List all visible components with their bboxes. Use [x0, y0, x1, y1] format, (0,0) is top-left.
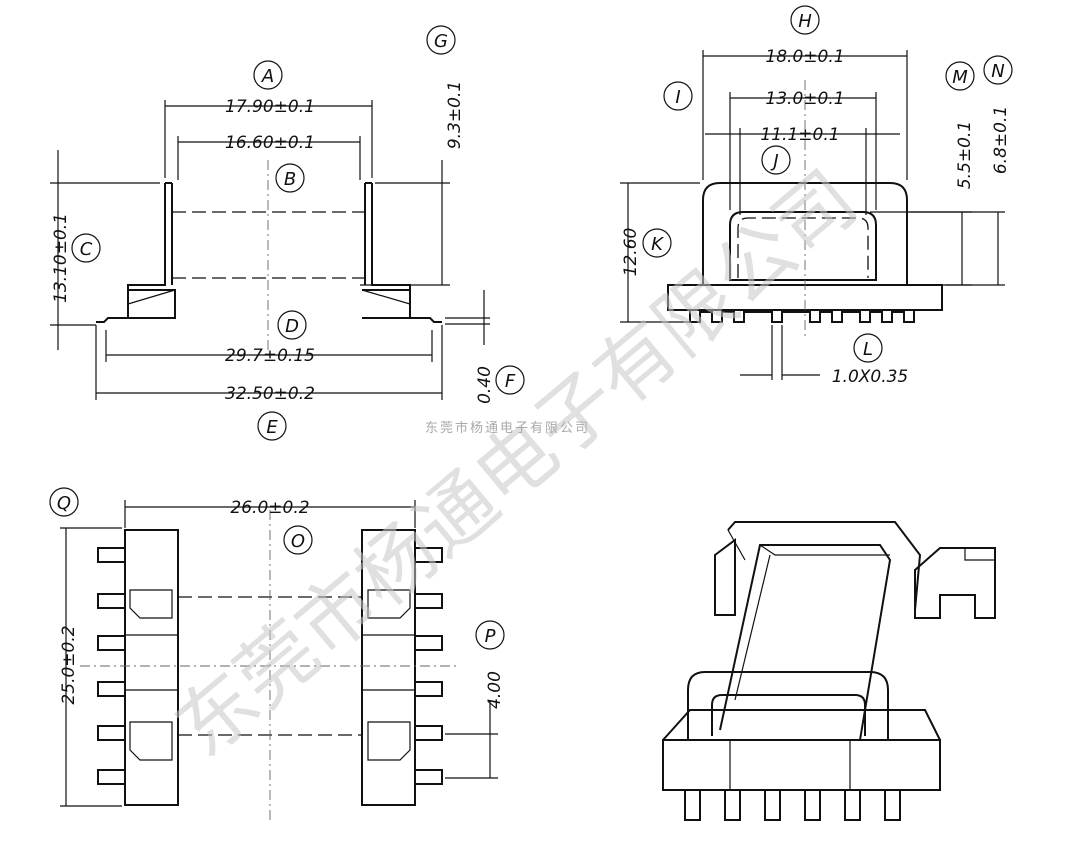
svg-text:Q: Q [57, 493, 71, 514]
dim-p-text: 4.00 [485, 671, 505, 709]
dim-c-text: 13.10±0.1 [51, 213, 71, 303]
dim-e-text: 32.50±0.2 [225, 384, 315, 404]
svg-text:G: G [434, 31, 448, 52]
dim-n-text: 6.8±0.1 [991, 106, 1011, 174]
svg-text:P: P [485, 626, 496, 647]
callout-q: Q [49, 487, 79, 517]
dim-a-text: 17.90±0.1 [225, 97, 315, 117]
dim-11-text: 11.1±0.1 [760, 125, 839, 145]
callout-e: E [257, 411, 287, 441]
svg-text:E: E [266, 417, 278, 438]
callout-g: G [426, 25, 456, 55]
side-view [620, 50, 1005, 380]
svg-text:C: C [80, 239, 93, 260]
dim-q-text: 25.0±0.2 [59, 625, 79, 704]
dim-h-text: 18.0±0.1 [765, 47, 844, 67]
svg-text:H: H [798, 11, 812, 32]
dim-k-text: 12.60 [621, 228, 641, 277]
callout-i: I [663, 81, 693, 111]
callout-f: F [495, 365, 525, 395]
dim-13-text: 13.0±0.1 [765, 89, 844, 109]
svg-text:K: K [651, 234, 664, 255]
callout-b: B [275, 163, 305, 193]
callout-a: A [253, 60, 283, 90]
dim-l-text: 1.0X0.35 [832, 367, 909, 387]
dim-o-text: 26.0±0.2 [230, 498, 309, 518]
svg-text:L: L [863, 339, 873, 360]
isometric-view [662, 521, 996, 821]
callout-p: P [475, 620, 505, 650]
callout-m: M [945, 61, 975, 91]
svg-text:B: B [284, 169, 296, 190]
callout-c: C [71, 233, 101, 263]
svg-text:F: F [505, 371, 516, 392]
svg-text:O: O [291, 531, 305, 552]
svg-text:A: A [261, 66, 274, 87]
bottom-view [60, 500, 498, 820]
dim-d-text: 29.7±0.15 [225, 346, 315, 366]
dim-f-text: 0.40 [475, 366, 495, 404]
callout-d: D [277, 310, 307, 340]
svg-text:M: M [952, 67, 968, 88]
dim-m-text: 5.5±0.1 [955, 121, 975, 189]
dim-g-text: 9.3±0.1 [445, 81, 465, 149]
callout-l: L [853, 333, 883, 363]
callout-o: O [283, 525, 313, 555]
callout-h: H [790, 5, 820, 35]
callout-k: K [642, 228, 672, 258]
watermark-small: 东莞市杨通电子有限公司 [425, 420, 590, 436]
callout-n: N [983, 55, 1013, 85]
svg-text:I: I [675, 87, 680, 108]
svg-text:J: J [770, 151, 778, 172]
dim-b-text: 16.60±0.1 [225, 133, 315, 153]
svg-text:N: N [991, 61, 1004, 82]
svg-text:D: D [285, 316, 299, 337]
front-view [50, 100, 490, 400]
callout-j: J [761, 145, 791, 175]
watermark-large: 东莞市杨通电子有限公司 [159, 154, 874, 774]
